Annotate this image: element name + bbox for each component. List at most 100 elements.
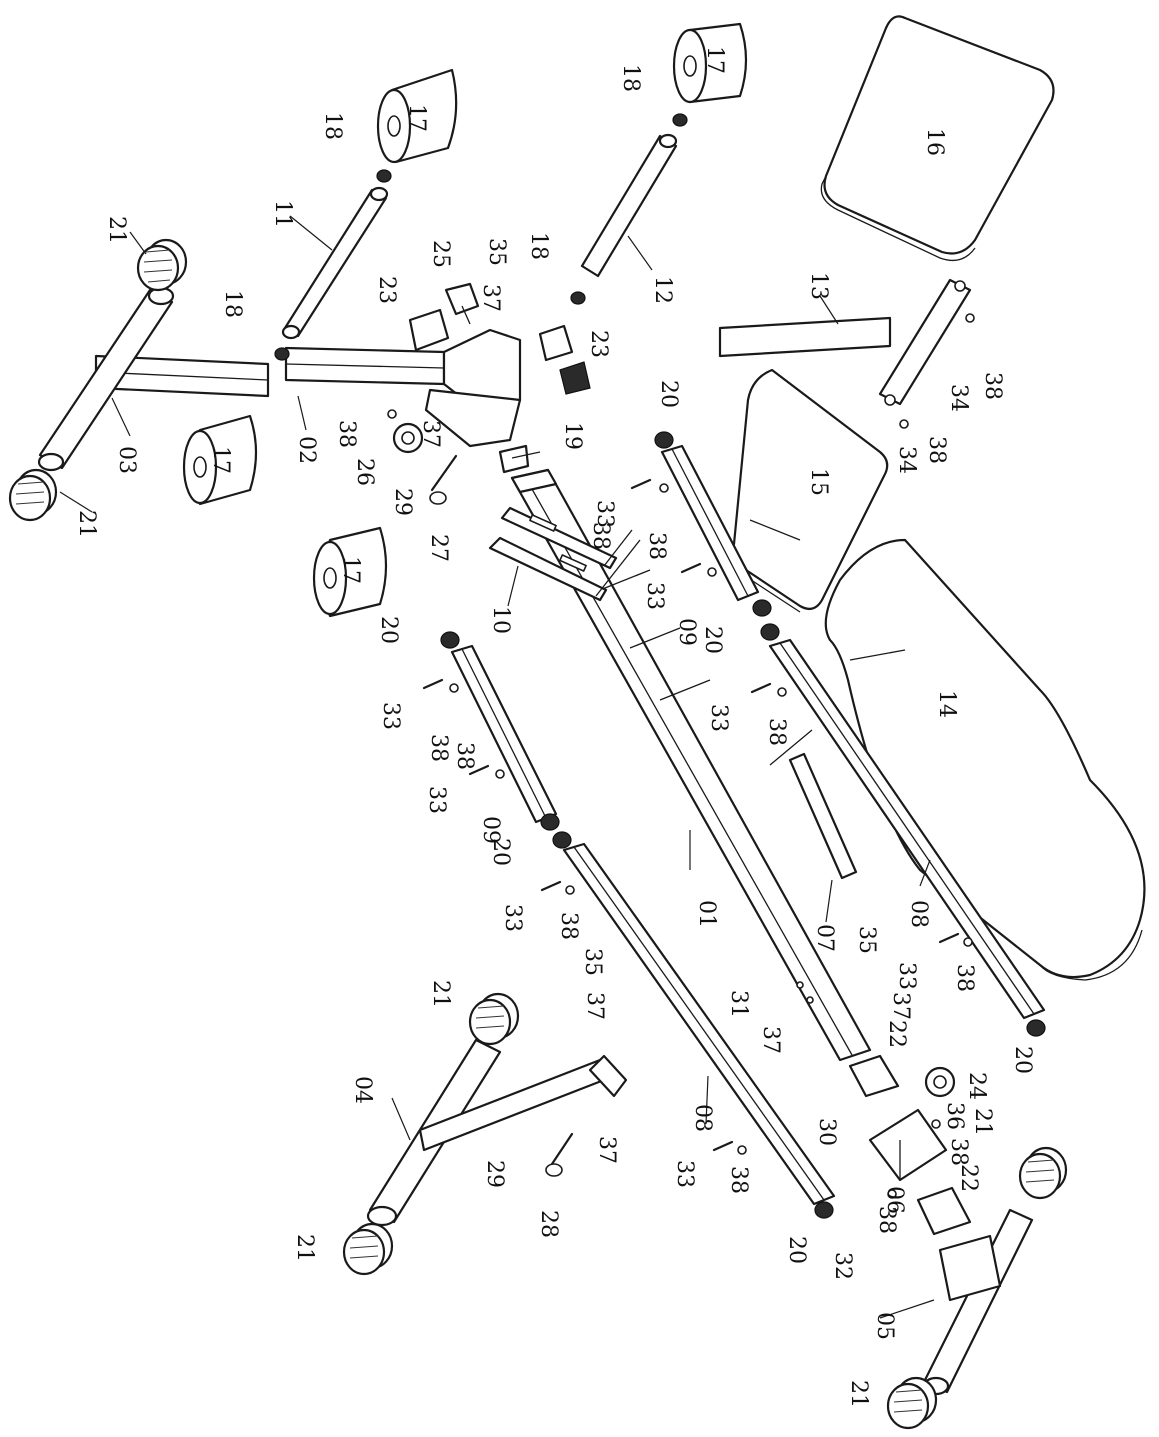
label-18-d: 18 bbox=[618, 64, 643, 92]
long-tube-08-right bbox=[768, 638, 1046, 1020]
label-33-b: 33 bbox=[642, 582, 667, 610]
label-12: 12 bbox=[650, 276, 675, 304]
label-21-front-top: 21 bbox=[970, 1108, 995, 1136]
label-38-a: 38 bbox=[334, 420, 359, 448]
label-02: 02 bbox=[294, 436, 319, 464]
label-33-e: 33 bbox=[500, 904, 525, 932]
label-38-g: 38 bbox=[726, 1166, 751, 1194]
label-13: 13 bbox=[806, 272, 831, 300]
front-base-05 bbox=[922, 1208, 1034, 1396]
label-06: 06 bbox=[882, 1186, 907, 1214]
label-18-c: 18 bbox=[526, 232, 551, 260]
foot-cap-21-front-top bbox=[1018, 1146, 1068, 1200]
sleeve-22-upper bbox=[848, 1054, 900, 1098]
label-10: 10 bbox=[488, 606, 513, 634]
bracket-13 bbox=[718, 278, 972, 406]
foam-roller-17-top bbox=[672, 22, 748, 104]
label-28: 28 bbox=[536, 1210, 561, 1238]
label-18-b: 18 bbox=[220, 290, 245, 318]
label-38-c: 38 bbox=[426, 734, 451, 762]
foam-roller-17-middle bbox=[182, 414, 258, 506]
label-37-d: 37 bbox=[758, 1026, 783, 1054]
pads-19 bbox=[498, 361, 591, 474]
label-37-b: 37 bbox=[418, 420, 443, 448]
label-17-middle: 17 bbox=[208, 446, 233, 474]
label-38-i: 38 bbox=[924, 436, 949, 464]
sleeve-22-lower bbox=[916, 1186, 972, 1236]
fork-bracket-10 bbox=[488, 506, 641, 602]
label-15: 15 bbox=[806, 468, 831, 496]
label-20-a: 20 bbox=[656, 380, 681, 408]
label-16: 16 bbox=[922, 128, 947, 156]
label-19: 19 bbox=[560, 422, 585, 450]
label-09-left: 09 bbox=[478, 816, 503, 844]
foam-roller-17-upper-left bbox=[376, 68, 458, 164]
label-38-h: 38 bbox=[980, 372, 1005, 400]
label-24: 24 bbox=[964, 1072, 989, 1100]
label-22-lower: 22 bbox=[956, 1164, 981, 1192]
label-27: 27 bbox=[426, 534, 451, 562]
bracket-06 bbox=[868, 1108, 948, 1182]
foot-cap-21-front-bottom bbox=[886, 1376, 938, 1430]
label-18-a: 18 bbox=[320, 112, 345, 140]
label-37-a: 37 bbox=[478, 284, 503, 312]
rail-07 bbox=[769, 729, 858, 880]
label-09-right: 09 bbox=[674, 618, 699, 646]
pins-29 bbox=[429, 454, 574, 1177]
label-14: 14 bbox=[934, 690, 959, 718]
upper-tube-12 bbox=[580, 133, 678, 278]
label-37-e: 37 bbox=[888, 992, 913, 1020]
label-34-b: 34 bbox=[894, 446, 919, 474]
label-20-f: 20 bbox=[784, 1236, 809, 1264]
knob-24 bbox=[924, 1066, 956, 1098]
part-labels: 01 02 03 04 05 06 07 08 08 09 09 10 11 1… bbox=[74, 46, 1035, 1408]
label-04: 04 bbox=[350, 1076, 375, 1104]
label-23-a: 23 bbox=[374, 276, 399, 304]
label-21-front-bottom: 21 bbox=[846, 1380, 871, 1408]
foot-cap-21-rear-top bbox=[468, 992, 520, 1046]
foot-cap-21-rear-bottom bbox=[342, 1222, 394, 1276]
bushings-18 bbox=[274, 113, 688, 361]
foam-roller-17-lower bbox=[312, 526, 388, 618]
label-35-b: 35 bbox=[580, 948, 605, 976]
label-38-f: 38 bbox=[952, 964, 977, 992]
label-20-c: 20 bbox=[376, 616, 401, 644]
label-21-left: 21 bbox=[74, 510, 99, 538]
label-31: 31 bbox=[726, 990, 751, 1018]
label-33-g: 33 bbox=[894, 962, 919, 990]
label-37-c: 37 bbox=[582, 992, 607, 1020]
label-29-a: 29 bbox=[390, 488, 415, 516]
side-tube-09-left bbox=[450, 644, 558, 824]
label-38-b: 38 bbox=[644, 532, 669, 560]
label-38-m: 38 bbox=[452, 742, 477, 770]
front-upright-02 bbox=[284, 328, 522, 448]
label-21-top-left: 21 bbox=[104, 216, 129, 244]
label-21-rear-bottom: 21 bbox=[292, 1234, 317, 1262]
label-08-left: 08 bbox=[690, 1104, 715, 1132]
label-25: 25 bbox=[428, 240, 453, 268]
leader-lines bbox=[59, 215, 935, 1319]
label-21-rear-top: 21 bbox=[428, 980, 453, 1008]
label-34-a: 34 bbox=[946, 384, 971, 412]
foot-cap-21-left bbox=[8, 468, 58, 522]
label-38-k: 38 bbox=[874, 1206, 899, 1234]
front-base-03 bbox=[37, 286, 270, 472]
label-33-f: 33 bbox=[706, 704, 731, 732]
label-35-c: 35 bbox=[854, 926, 879, 954]
label-20-b: 20 bbox=[700, 626, 725, 654]
label-33-d: 33 bbox=[424, 786, 449, 814]
label-22-upper: 22 bbox=[884, 1020, 909, 1048]
label-20-e: 20 bbox=[1010, 1046, 1035, 1074]
label-38-j: 38 bbox=[946, 1138, 971, 1166]
label-17-top: 17 bbox=[702, 46, 727, 74]
label-38-e: 38 bbox=[764, 718, 789, 746]
label-23-b: 23 bbox=[586, 330, 611, 358]
label-35-a: 35 bbox=[484, 238, 509, 266]
label-17-upper-left: 17 bbox=[404, 104, 429, 132]
label-03: 03 bbox=[114, 446, 139, 474]
label-11: 11 bbox=[270, 200, 295, 228]
label-32: 32 bbox=[830, 1252, 855, 1280]
label-07: 07 bbox=[812, 924, 837, 952]
backrest-pad-16 bbox=[820, 15, 1055, 262]
bolts-33 bbox=[422, 478, 960, 1152]
